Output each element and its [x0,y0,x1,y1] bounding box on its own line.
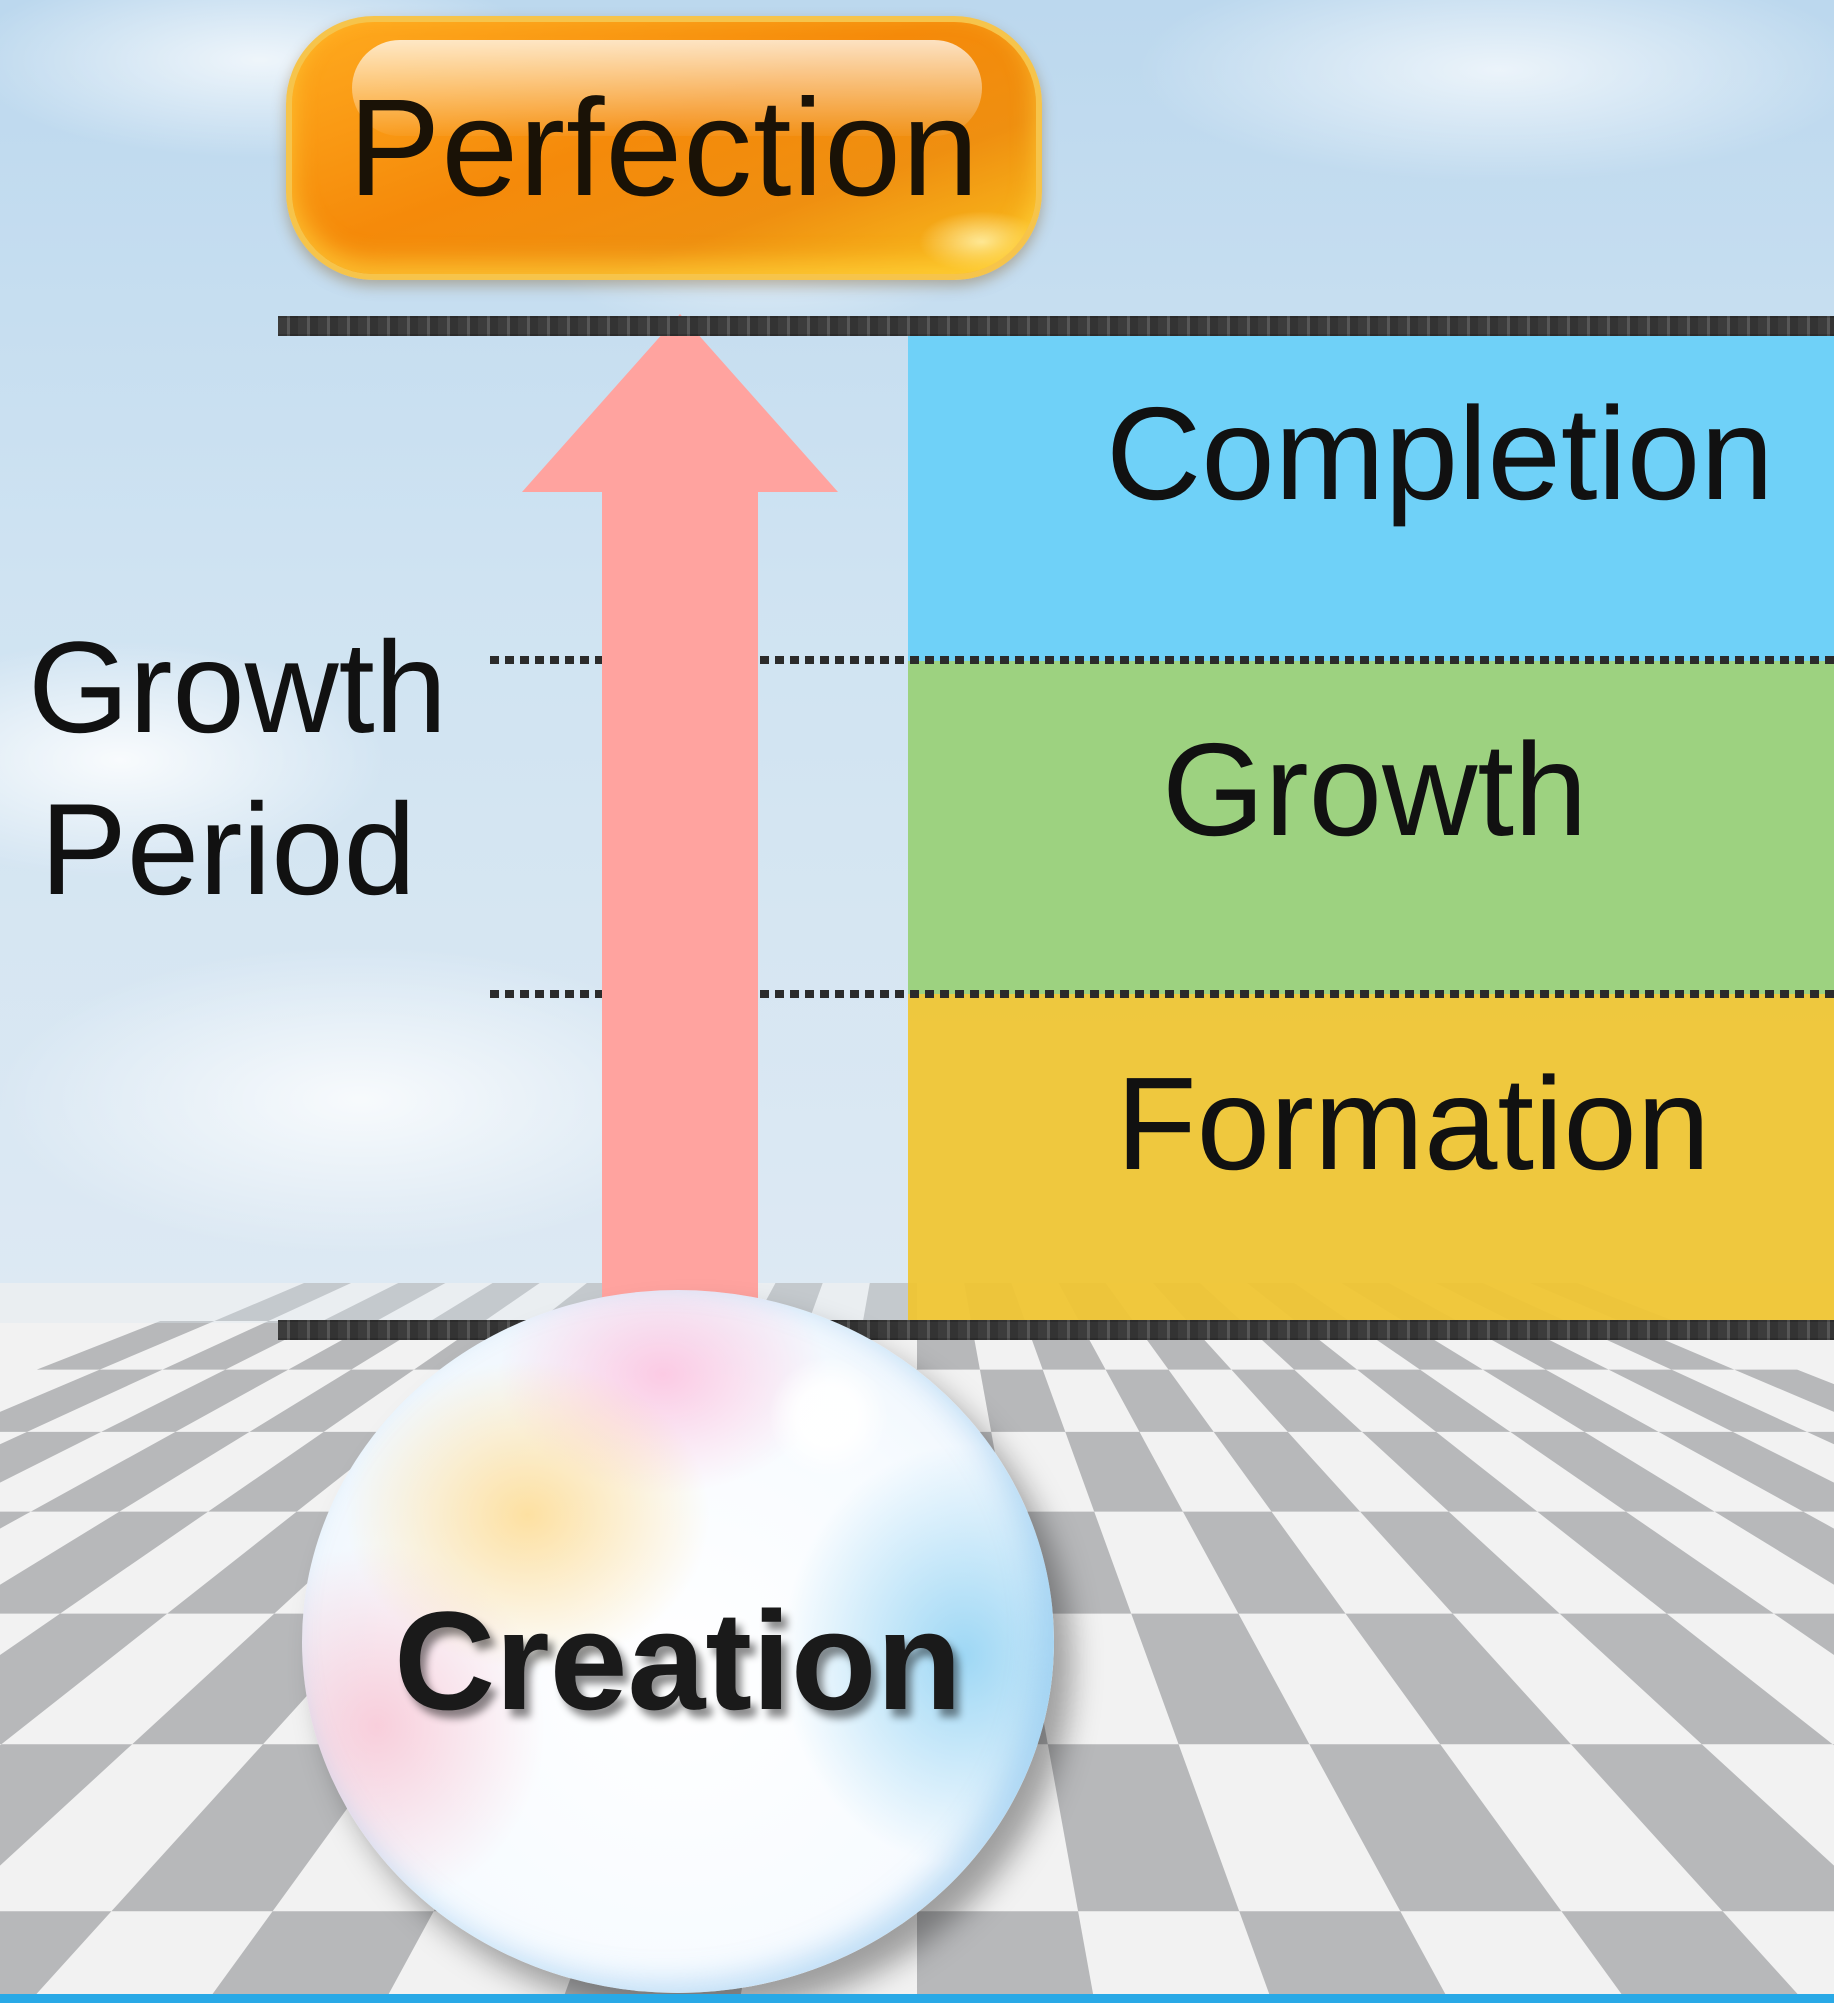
floor-tile [1561,1911,1806,2003]
floor-tile [0,1613,168,1745]
growth-period-line-2: Period [40,776,416,922]
floor-tile [214,1283,352,1321]
floor-tile [979,1369,1066,1432]
floor-tile [1537,1511,1774,1614]
floor-tile [249,1369,414,1432]
floor-tile [30,1431,250,1512]
floor-tile [430,1283,540,1321]
floor-tile [1213,1431,1361,1512]
floor-tile [1608,1369,1807,1432]
perfection-label: Perfection [348,70,980,225]
floor-tile [0,1511,209,1614]
floor-tile [1345,1613,1571,1745]
growth-period-line-1: Growth [28,614,448,760]
floor-tile [0,1744,133,1866]
perfection-pill: Perfection [286,16,1042,280]
stage-band-growth [908,661,1834,994]
dotted-divider-upper [490,656,1834,664]
floor-tile [322,1283,446,1321]
growth-period-label: Growth Period [28,606,448,930]
floor-tile [1658,1431,1834,1512]
floor-tile [111,1744,394,1912]
floor-tile [1065,1431,1183,1512]
floor-tile [1357,1369,1511,1432]
floor-tile [1239,1911,1451,2003]
floor-tile [1773,1613,1834,1656]
floor-tile [1362,1431,1538,1512]
floor-tile [1482,1369,1659,1432]
stage-band-completion [908,330,1834,661]
pill-gloss-highlight [352,40,982,136]
stage-label-formation: Formation [1116,1050,1711,1197]
floor-tile [1131,1613,1310,1745]
bottom-accent-bar [0,1994,1834,2003]
floor-tile [1559,1613,1833,1745]
growth-arrow [522,314,838,1324]
floor-tile [206,1911,434,2003]
stage-label-completion: Completion [1106,380,1774,527]
floor-tile [1571,1744,1834,1912]
floor-tile [917,1911,1095,2003]
growth-arrow-shape [522,314,838,1324]
floor-tile [1105,1369,1214,1432]
top-boundary-line [278,316,1834,336]
floor-tile [0,1511,31,1529]
floor-tile [36,1321,215,1370]
floor-tile [208,1431,398,1512]
floor-tile [1047,1744,1240,1912]
floor-tile [1182,1511,1346,1614]
floor-tile [1231,1369,1362,1432]
stage-band-formation [908,994,1834,1324]
creation-bubble [302,1290,1054,1993]
floor-tile [1510,1431,1715,1512]
floor-tile [0,1911,112,2003]
floor-tile [863,1283,917,1321]
floor-tile [1309,1744,1562,1912]
floor-tile [1714,1511,1834,1585]
creation-label: Creation [394,1582,962,1739]
floor-tile [0,1369,163,1432]
stage-label-growth: Growth [1162,716,1588,863]
floor-tile [101,1369,289,1432]
dotted-divider-lower [490,990,1834,998]
floor-tile [1360,1511,1560,1614]
